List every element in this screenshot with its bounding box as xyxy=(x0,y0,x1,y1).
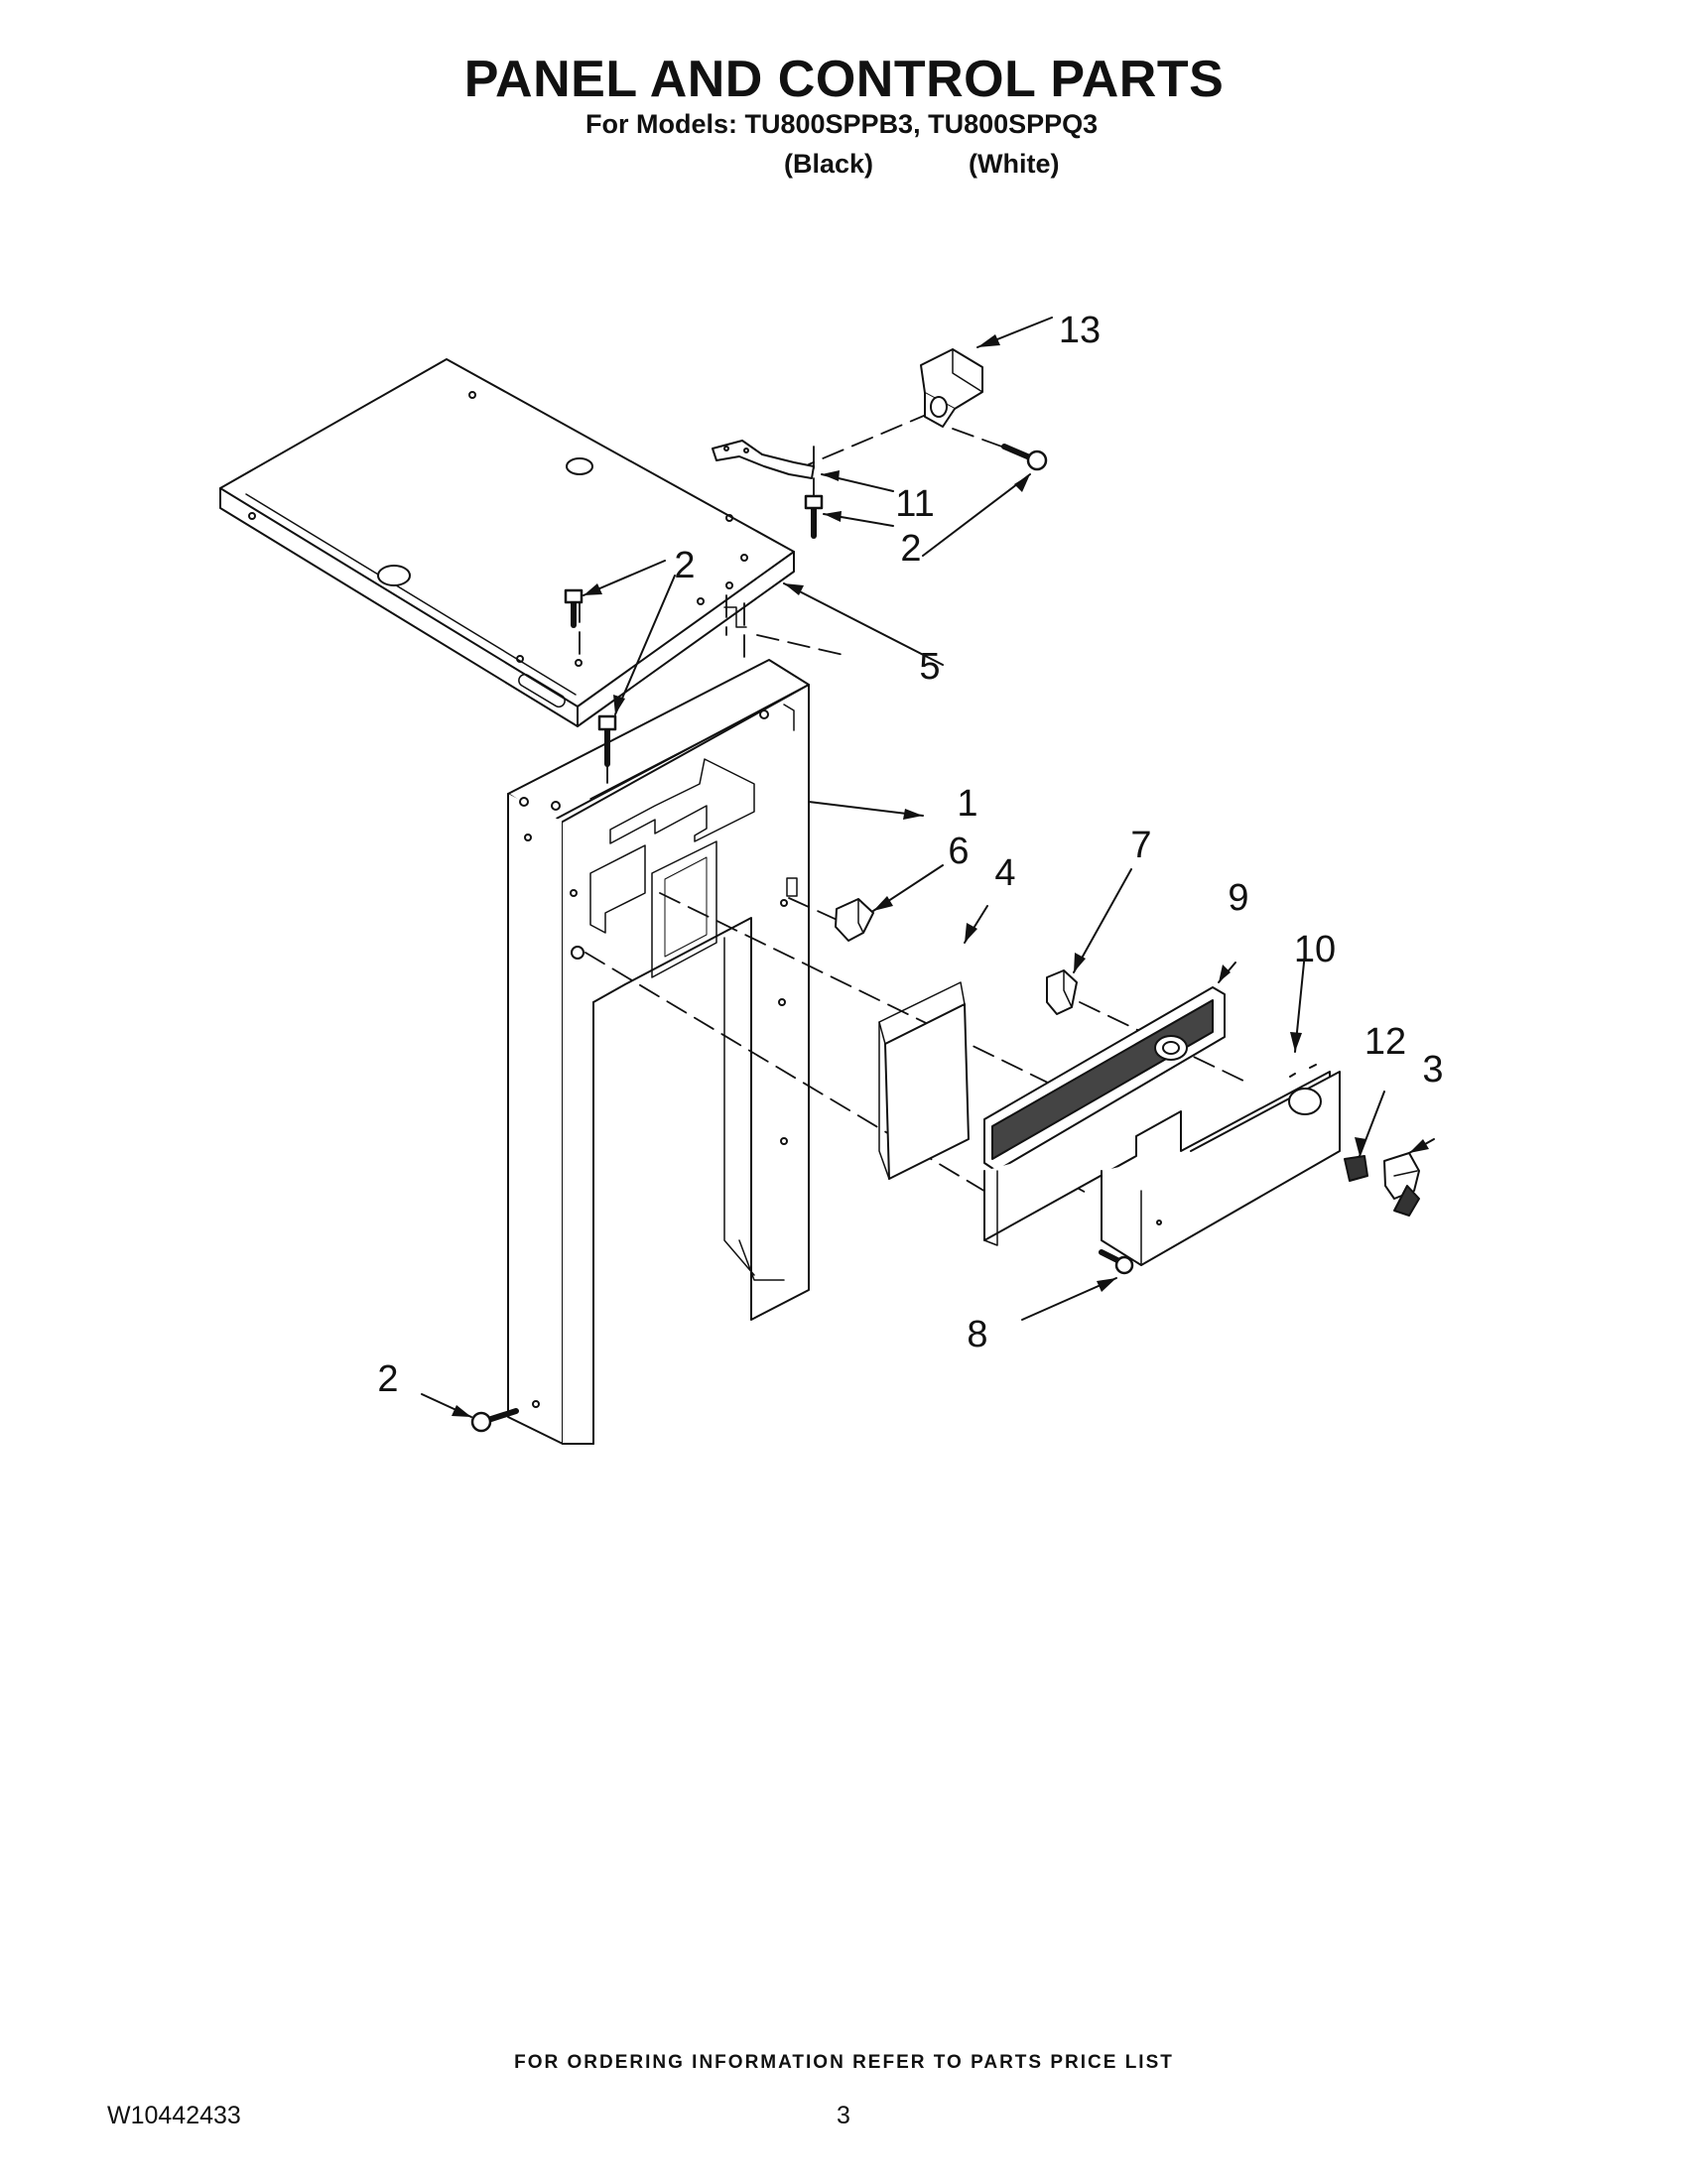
callout-7: 7 xyxy=(1130,825,1152,866)
knob-spacer-12 xyxy=(1344,1155,1368,1182)
callout-2-top-left: 2 xyxy=(674,545,696,586)
screw-bottom xyxy=(470,1408,519,1433)
screw-left-top xyxy=(564,588,584,628)
callout-3: 3 xyxy=(1422,1049,1444,1091)
callout-6: 6 xyxy=(948,831,970,872)
page-number: 3 xyxy=(837,2102,850,2129)
callout-2-right: 2 xyxy=(900,528,922,570)
control-panel-9 xyxy=(983,986,1226,1197)
color-label-black: (Black) xyxy=(784,149,874,179)
cover-4 xyxy=(878,981,970,1180)
color-label-white: (White) xyxy=(969,149,1060,179)
side-frame xyxy=(507,659,810,1445)
ordering-note: FOR ORDERING INFORMATION REFER TO PARTS … xyxy=(514,2052,1174,2073)
callout-8: 8 xyxy=(967,1314,988,1355)
bracket xyxy=(712,440,815,479)
callout-4: 4 xyxy=(994,852,1016,894)
callout-1: 1 xyxy=(957,783,978,825)
switch-7 xyxy=(1046,969,1078,1015)
models-line: For Models: TU800SPPB3, TU800SPPQ3 xyxy=(585,109,1099,139)
screw-middle xyxy=(804,494,824,539)
knob-3 xyxy=(1383,1152,1420,1217)
top-panel xyxy=(219,358,795,727)
leader-arrowheads xyxy=(452,334,1429,1417)
screw-left-mid xyxy=(597,714,617,767)
callout-5: 5 xyxy=(919,646,941,688)
page-title: PANEL AND CONTROL PARTS xyxy=(463,51,1225,108)
screw-top-right xyxy=(1001,444,1048,471)
callout-11: 11 xyxy=(895,483,935,525)
clip-6 xyxy=(835,898,874,942)
clip xyxy=(920,348,983,428)
screw-8 xyxy=(1099,1249,1134,1275)
document-number: W10442433 xyxy=(107,2102,241,2129)
callout-2-bottom: 2 xyxy=(377,1358,399,1400)
callout-12: 12 xyxy=(1363,1021,1407,1063)
callout-10: 10 xyxy=(1293,929,1337,970)
callout-9: 9 xyxy=(1228,877,1249,919)
callout-13: 13 xyxy=(1058,310,1102,351)
console-back-10 xyxy=(983,1064,1341,1266)
